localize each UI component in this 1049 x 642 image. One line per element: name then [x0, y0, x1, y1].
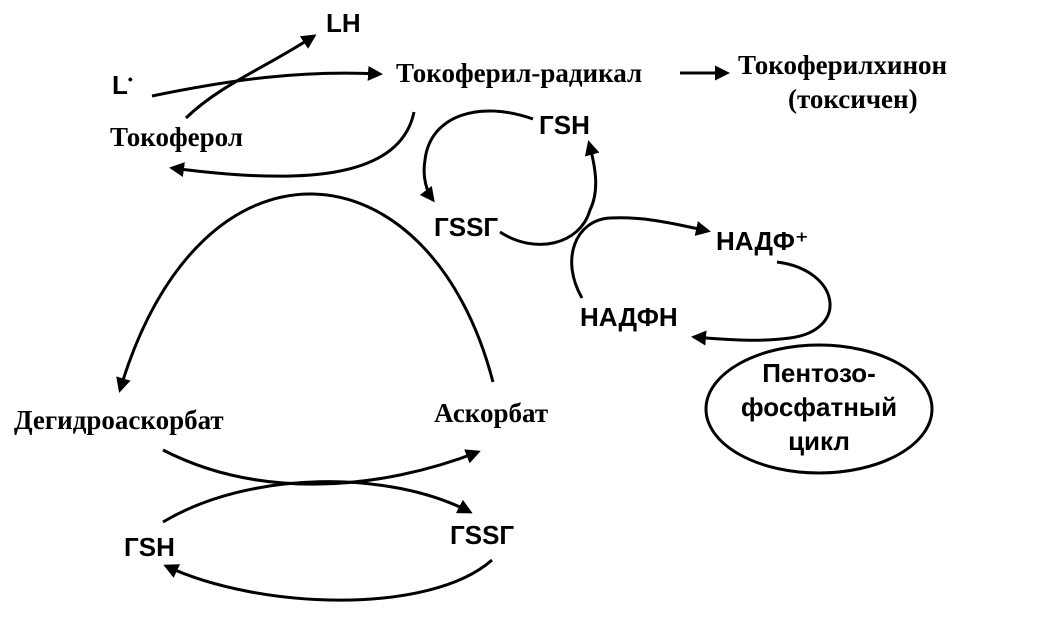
arrow-l-to-tocopheryl-radical: [151, 65, 383, 98]
arrow-gsh-to-gssg-bottom: [162, 480, 473, 524]
arrow-radical-to-tocopherol: [169, 111, 416, 178]
radical-dot: •: [127, 71, 133, 87]
label-dehydroascorbate: Дегидроаскорбат: [14, 405, 224, 435]
arrow-gssg-to-gsh-bottom: [163, 558, 493, 602]
arrow-tocopherol-to-lh: [184, 34, 317, 120]
label-l-text: L: [112, 70, 128, 100]
label-ascorbate: Аскорбат: [434, 398, 549, 428]
pentose-line-3: цикл: [788, 425, 850, 456]
label-gsh-bottom: ГSH: [124, 532, 175, 562]
label-nadph: НАДФН: [580, 302, 678, 332]
arrow-dehydroascorbate-to-ascorbate: [162, 448, 481, 486]
label-gssg-top: ГSSГ: [434, 212, 499, 242]
pentose-line-2: фосфатный: [740, 391, 898, 422]
label-tocopheryl-radical: Токоферил-радикал: [396, 58, 643, 88]
pentose-cycle-label: Пентозо- фосфатный цикл: [706, 357, 932, 458]
arrow-nadp-to-nadph: [691, 260, 832, 346]
label-gssg-bottom: ГSSГ: [450, 520, 515, 550]
label-gsh-top: ГSH: [539, 110, 590, 140]
arrow-gssg-to-gsh-top: [499, 140, 600, 246]
label-tocopherylquinone: Токоферилхинон: [738, 50, 948, 80]
label-lh: LH: [326, 8, 361, 38]
arrow-gsh-to-gssg-top: [419, 109, 534, 203]
label-toxic-note: (токсичен): [788, 84, 918, 114]
arrow-ascorbate-to-dehydroascorbate: [116, 192, 495, 393]
pentose-cycle-ellipse: [704, 343, 934, 475]
pentose-line-1: Пентозо-: [762, 358, 876, 388]
label-tocopherol: Токоферол: [110, 122, 243, 152]
label-nadp-plus: НАДФ⁺: [716, 226, 809, 256]
label-l-radical: L•: [112, 72, 133, 98]
arrow-nadph-to-nadp: [570, 216, 711, 299]
